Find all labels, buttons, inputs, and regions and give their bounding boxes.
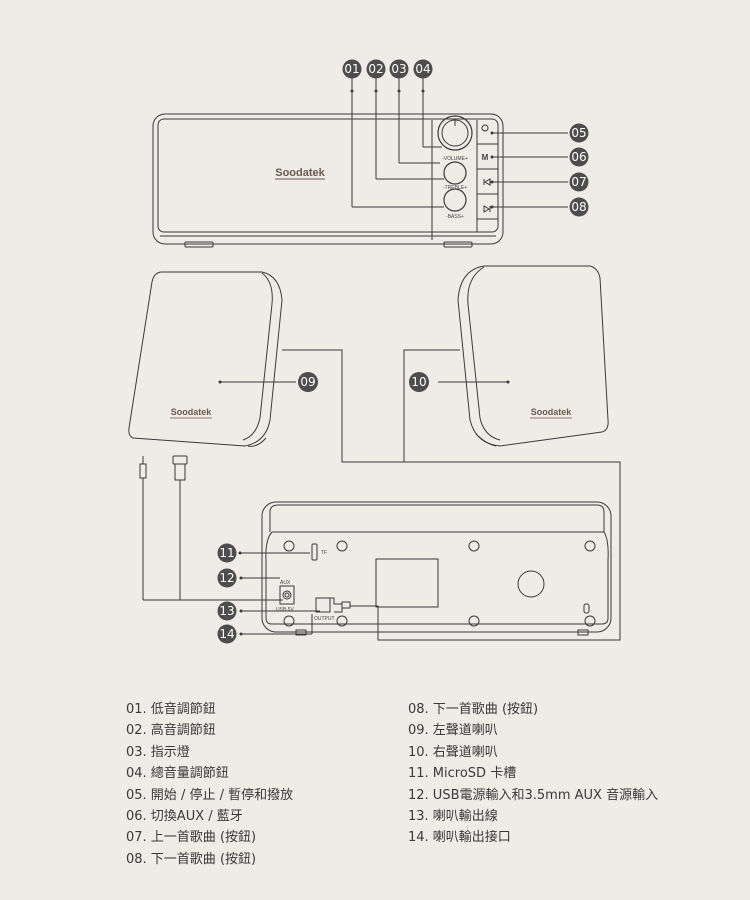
legend-item: 08. 下一首歌曲 (按鈕) (408, 702, 539, 717)
badge-06: 06 (569, 147, 589, 167)
badge-01: 01 (342, 59, 362, 79)
badge-08: 08 (569, 197, 589, 217)
legend-item: 12. USB電源輸入和3.5mm AUX 音源輸入 (408, 787, 659, 803)
legend-item: 10. 右聲道喇叭 (408, 744, 498, 760)
badge-12: 12 (217, 568, 237, 588)
svg-text:10: 10 (411, 375, 426, 389)
legend-right-column: 08. 下一首歌曲 (按鈕) 09. 左聲道喇叭 10. 右聲道喇叭 11. M… (408, 699, 658, 849)
right-speaker-brand: Soodatek (531, 407, 573, 417)
right-speaker (457, 265, 609, 447)
legend-item: 06. 切換AUX / 藍牙 (126, 808, 243, 824)
svg-text:14: 14 (219, 627, 234, 641)
volume-label: -VOLUME+ (442, 156, 468, 162)
svg-text:11: 11 (219, 546, 234, 560)
badge-02: 02 (366, 59, 386, 79)
treble-label: -TREBLE+ (443, 185, 467, 191)
legend-item: 02. 高音調節鈕 (126, 723, 216, 739)
svg-text:06: 06 (571, 150, 586, 164)
left-speaker-brand: Soodatek (171, 407, 213, 417)
usb-label: USB 5V (276, 607, 294, 613)
mode-button-label: M (482, 153, 489, 162)
badge-14: 14 (217, 624, 237, 644)
legend-item: 04. 總音量調節鈕 (126, 766, 229, 782)
back-unit (261, 501, 612, 636)
next-icon (483, 205, 491, 213)
badge-13: 13 (217, 601, 237, 621)
product-diagram: Soodatek -VOLUME+ -TREBLE+ -BASS+ M Sood… (128, 59, 621, 644)
volume-knob (437, 115, 473, 151)
legend-item: 03. 指示燈 (126, 744, 190, 760)
front-unit (152, 113, 504, 248)
previous-icon (483, 178, 491, 186)
svg-text:09: 09 (300, 375, 315, 389)
svg-text:01: 01 (344, 62, 359, 76)
treble-knob (443, 161, 467, 185)
legend-item: 08. 下一首歌曲 (按鈕) (126, 851, 257, 867)
play-pause-icon (481, 124, 489, 132)
bass-knob (443, 188, 467, 212)
tf-label: TF (321, 550, 327, 556)
svg-text:13: 13 (219, 604, 234, 618)
svg-text:12: 12 (219, 571, 234, 585)
legend-item: 13. 喇叭輸出線 (408, 808, 498, 824)
legend-item: 05. 開始 / 停止 / 暫停和撥放 (126, 787, 294, 803)
legend-item: 11. MicroSD 卡槽 (408, 766, 517, 782)
legend-item: 07. 上一首歌曲 (按鈕) (126, 830, 257, 846)
legend-left-column: 01. 低音調節鈕 02. 高音調節鈕 03. 指示燈 04. 總音量調節鈕 0… (126, 699, 293, 870)
legend-item: 01. 低音調節鈕 (126, 702, 216, 717)
microsd-slot (311, 543, 318, 561)
badge-04: 04 (413, 59, 433, 79)
svg-text:04: 04 (415, 62, 430, 76)
front-brand-logo: Soodatek (275, 167, 325, 179)
legend-item: 14. 喇叭輸出接口 (408, 830, 511, 846)
badge-09: 09 (298, 372, 318, 392)
badge-07: 07 (569, 172, 589, 192)
svg-text:08: 08 (571, 200, 586, 214)
svg-text:07: 07 (571, 175, 586, 189)
svg-text:03: 03 (391, 62, 406, 76)
bass-label: -BASS+ (446, 214, 464, 220)
badge-11: 11 (217, 543, 237, 563)
svg-text:02: 02 (368, 62, 383, 76)
svg-text:05: 05 (571, 126, 586, 140)
output-label: OUTPUT (314, 616, 335, 622)
badge-03: 03 (389, 59, 409, 79)
badge-05: 05 (569, 123, 589, 143)
aux-label: AUX (280, 580, 291, 586)
legend-item: 09. 左聲道喇叭 (408, 723, 498, 739)
left-speaker (128, 271, 283, 447)
badge-10: 10 (409, 372, 429, 392)
